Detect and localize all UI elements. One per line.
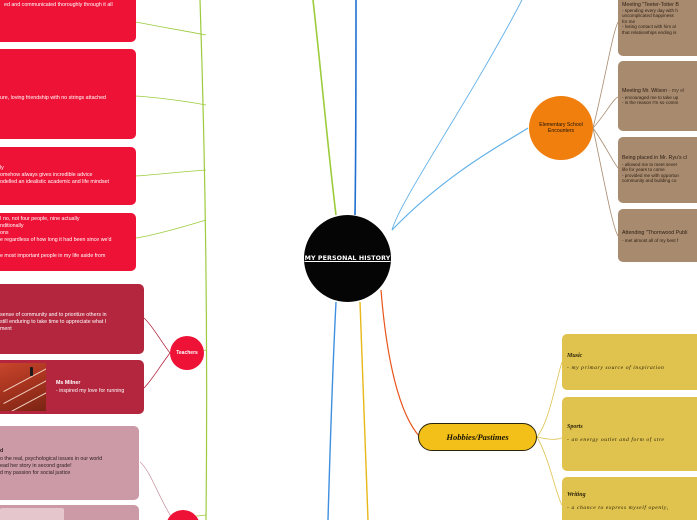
teachers-label: Teachers [176, 350, 198, 356]
pink-node-1-line-2: o the real, psychological issues in our … [0, 456, 103, 462]
friend-node-3-line-3: odelled an idealistic academic and life … [0, 179, 109, 185]
bottom-left-red-node[interactable] [166, 510, 200, 520]
friend-node-1[interactable]: ed and communicated thoroughly through i… [0, 0, 136, 42]
teacher-node-ms-milner[interactable]: Ms Milner - inspired my love for running [0, 360, 144, 414]
memory-teeter-totter-body: - spending every day with h uncomplicate… [622, 8, 678, 35]
memory-mr-ryu-title: Being placed in Mr. Ryu's cl [622, 155, 687, 161]
hobby-music[interactable]: Music - my primary source of inspiration [562, 334, 697, 390]
hobby-sports-title: Sports [567, 424, 583, 430]
branch-line-green-top [312, 0, 337, 216]
running-track-image [0, 363, 46, 411]
branch-line-blue-top [354, 0, 357, 216]
memory-mr-ryu-body: - allowed me to meet sever life for year… [622, 162, 679, 184]
memory-teeter-totter[interactable]: Meeting "Teeter-Totter B - spending ever… [618, 0, 697, 56]
friend-node-3-line-2: omehow always gives incredible advice [0, 172, 93, 178]
friend-node-4[interactable]: I no, not four people, nine actually ndi… [0, 213, 136, 271]
friend-node-2[interactable]: ure, loving friendship with no strings a… [0, 49, 136, 139]
friend-node-4-line-3: ons [0, 230, 9, 236]
pink-node-1-line-3: ead her story in second grade! [0, 463, 72, 469]
teacher-node-1-line-3: ment [0, 326, 12, 332]
friend-node-4-line-5: e most important people in my life aside… [0, 253, 106, 259]
ms-milner-title: Ms Milner [56, 380, 81, 386]
teacher-node-1-line-2: still enduring to take time to appreciat… [0, 319, 107, 325]
friend-node-3[interactable]: ly omehow always gives incredible advice… [0, 147, 136, 205]
branch-line-hobbies [380, 289, 421, 438]
teacher-node-1[interactable]: sense of community and to prioritize oth… [0, 284, 144, 354]
memory-mr-wilson-body: - encouraged me to take up - is the reas… [622, 95, 679, 106]
friend-node-4-line-4: e regardless of how long it had been sin… [0, 237, 112, 243]
branch-line-green-left [199, 0, 208, 520]
pink-node-2-image [0, 508, 64, 520]
branch-line-yellow-bottom [359, 301, 369, 520]
friend-node-3-line-1: ly [0, 165, 4, 171]
hobbies-node[interactable]: Hobbies/Pastimes [418, 423, 537, 451]
memory-thornwood[interactable]: Attending "Thornwood Publi - met almost … [618, 209, 697, 262]
memory-thornwood-title: Attending "Thornwood Publi [622, 230, 688, 236]
hobby-music-body: - my primary source of inspiration [567, 365, 665, 371]
pink-node-1-line-1: d [0, 448, 4, 454]
elementary-school-label: Elementary School Encounters [539, 121, 583, 135]
friend-node-1-text: ed and communicated thoroughly through i… [4, 2, 113, 8]
friend-node-4-line-1: I no, not four people, nine actually [0, 216, 80, 222]
memory-thornwood-body: - met almost all of my best f [622, 238, 679, 243]
pink-node-1-line-4: d my passion for social justice [0, 470, 71, 476]
memory-mr-wilson-title-row: Meeting Mr. Wilson - my el [622, 88, 684, 95]
pink-node-1[interactable]: d o the real, psychological issues in ou… [0, 426, 139, 500]
memory-mr-wilson-suffix: - my el [668, 88, 685, 94]
hobby-writing[interactable]: Writing - a chance to express myself ope… [562, 477, 697, 520]
hobby-sports[interactable]: Sports - an energy outlet and form of st… [562, 397, 697, 471]
elementary-school-node[interactable]: Elementary School Encounters [529, 96, 593, 160]
memory-mr-ryu[interactable]: Being placed in Mr. Ryu's cl - allowed m… [618, 137, 697, 203]
hobby-music-title: Music [567, 353, 583, 359]
pink-node-2[interactable] [0, 505, 139, 520]
branch-line-elementary [391, 127, 529, 231]
memory-mr-wilson-title: Meeting Mr. Wilson [622, 88, 668, 94]
hobby-writing-title: Writing [567, 492, 586, 498]
central-node[interactable]: MY PERSONAL HISTORY [304, 215, 391, 302]
hobbies-label: Hobbies/Pastimes [446, 432, 509, 442]
friend-node-2-text: ure, loving friendship with no strings a… [0, 95, 106, 101]
hobby-sports-body: - an energy outlet and form of stre [567, 437, 665, 443]
teachers-node[interactable]: Teachers [170, 336, 204, 370]
hobby-writing-body: - a chance to express myself openly, [567, 505, 669, 511]
ms-milner-body: - inspired my love for running [56, 388, 125, 394]
branch-line-blue-bottom [327, 301, 337, 520]
friend-node-4-line-2: nditionally [0, 223, 24, 229]
memory-teeter-totter-title: Meeting "Teeter-Totter B [622, 2, 679, 8]
central-label: MY PERSONAL HISTORY [304, 255, 391, 262]
teacher-node-1-line-1: sense of community and to prioritize oth… [0, 312, 107, 318]
memory-mr-wilson[interactable]: Meeting Mr. Wilson - my el - encouraged … [618, 61, 697, 131]
